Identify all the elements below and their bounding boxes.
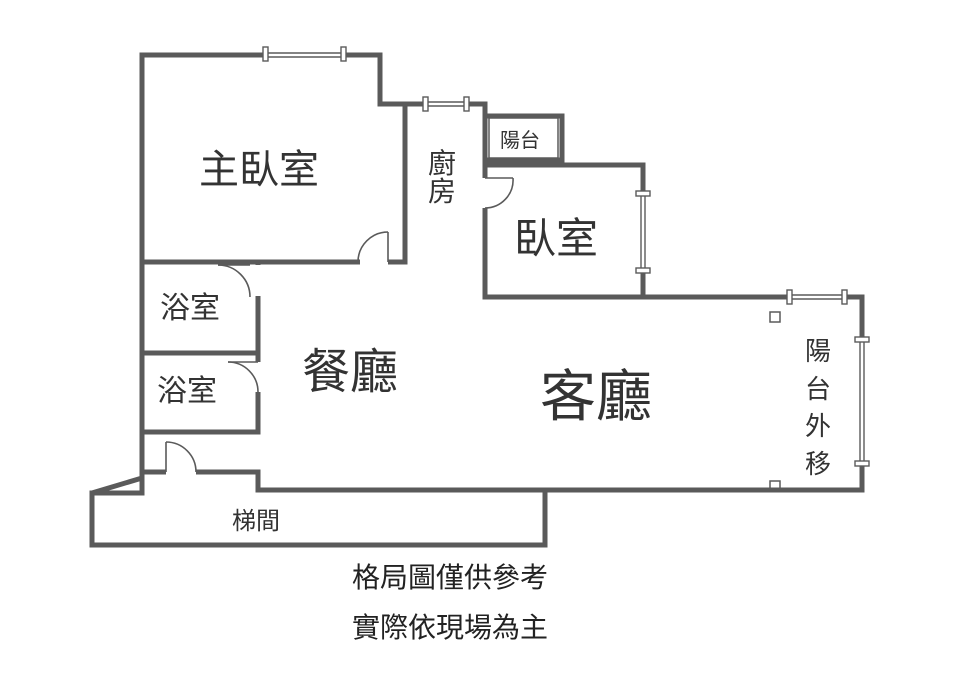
room-label-dining-room: 餐廳 <box>302 344 399 400</box>
room-label-service-balcony: 陽台 <box>500 128 540 152</box>
doors <box>165 177 514 476</box>
vertical-char: 移 <box>805 450 832 481</box>
room-label-bedroom: 臥室 <box>514 214 599 263</box>
windows <box>262 46 870 467</box>
vertical-char: 陽 <box>805 337 832 367</box>
room-label-bathroom-2: 浴室 <box>157 374 217 409</box>
kitchen-label-text: 廚房 <box>428 150 456 206</box>
balcony-label-text: 陽台外移 <box>805 334 831 485</box>
pillars <box>769 311 781 492</box>
room-label-master-bedroom: 主臥室 <box>199 147 319 193</box>
room-label-balcony-moved-out: 陽台外移 <box>805 334 831 485</box>
disclaimer-line-1: 格局圖僅供參考 <box>352 561 549 594</box>
room-label-kitchen: 廚房 <box>428 150 456 206</box>
service-balcony-outline <box>488 117 559 159</box>
room-label-living-room: 客廳 <box>540 365 652 430</box>
vertical-char: 房 <box>428 175 457 208</box>
room-label-bathroom-1: 浴室 <box>160 291 220 326</box>
vertical-char: 外 <box>805 412 832 443</box>
vertical-char: 台 <box>805 374 832 405</box>
vertical-char: 廚 <box>428 147 457 180</box>
disclaimer-line-2: 實際依現場為主 <box>352 611 549 644</box>
room-label-stairwell: 梯間 <box>232 507 280 535</box>
